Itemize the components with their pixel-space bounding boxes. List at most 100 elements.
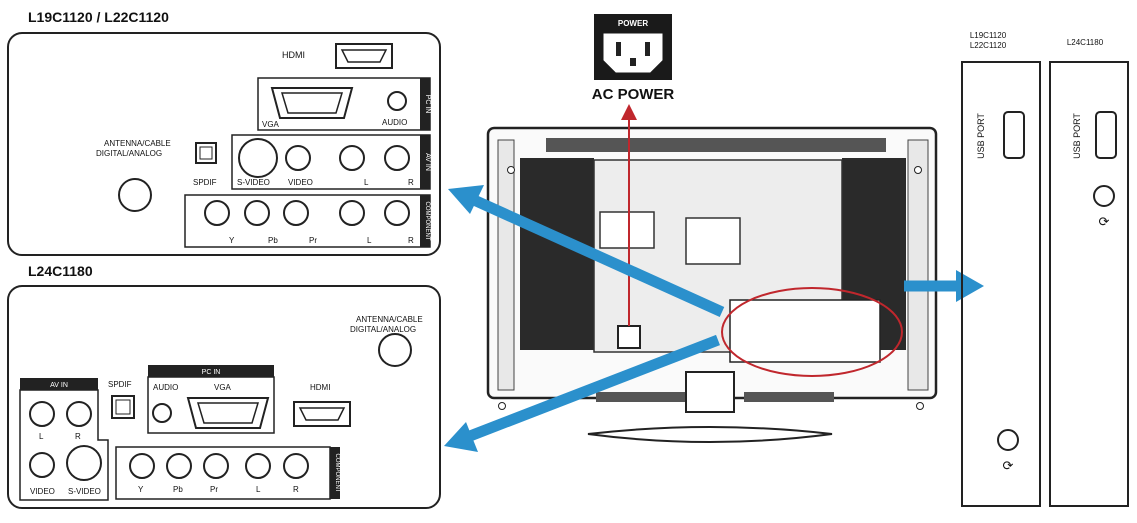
tv-stand-neck <box>685 371 735 413</box>
bottom-y-jack[interactable] <box>129 453 155 479</box>
power-connector: POWER AC POWER <box>592 14 675 103</box>
top-s-video-label: S-VIDEO <box>237 178 270 187</box>
top-panel-title: L19C1120 / L22C1120 <box>28 9 169 25</box>
bottom-hdmi-port[interactable] <box>293 401 351 427</box>
bottom-panel-title: L24C1180 <box>28 263 93 279</box>
top-antenna-label-2: DIGITAL/ANALOG <box>96 149 162 158</box>
bottom-spdif-port[interactable] <box>111 395 135 419</box>
arrow-head-bottom <box>444 422 478 452</box>
bottom-component-tab <box>330 447 340 499</box>
side-right-model: L24C1180 <box>1067 38 1104 47</box>
bottom-comp-l-jack[interactable] <box>245 453 271 479</box>
bottom-audio-label: AUDIO <box>153 383 178 392</box>
side-right-usb-label: USB PORT <box>1072 113 1082 159</box>
bottom-vent-left <box>596 392 686 402</box>
top-panel: L19C1120 / L22C1120 HDMI PC IN VGA AUDIO… <box>7 9 441 256</box>
top-panel-frame <box>7 32 441 256</box>
arrow-head-right <box>956 270 984 302</box>
top-av-l-jack[interactable] <box>339 145 365 171</box>
arrow-head-top <box>448 185 484 214</box>
screw-icon <box>498 402 506 410</box>
top-pr-jack[interactable] <box>283 200 309 226</box>
mount-plate-left <box>599 211 655 249</box>
top-hdmi-port[interactable] <box>335 43 393 69</box>
power-pin-ground <box>630 58 636 66</box>
left-edge <box>497 139 515 391</box>
bottom-pb-jack[interactable] <box>166 453 192 479</box>
bottom-av-l-jack[interactable] <box>29 401 55 427</box>
top-video-jack[interactable] <box>285 145 311 171</box>
power-socket[interactable] <box>603 33 663 73</box>
bottom-antenna-label-1: ANTENNA/CABLE <box>356 315 423 324</box>
top-av-r-jack[interactable] <box>384 145 410 171</box>
side-left-headphone-icon: ⟳ <box>1003 458 1014 473</box>
top-s-video-jack[interactable] <box>238 138 278 178</box>
top-component-label: COMPONENT <box>424 202 430 241</box>
side-left-model-2: L22C1120 <box>970 41 1007 50</box>
tv-rear <box>486 126 938 443</box>
top-pb-jack[interactable] <box>244 200 270 226</box>
top-spdif-label: SPDIF <box>193 178 217 187</box>
bottom-panel-frame <box>7 285 441 509</box>
connector-highlight-ellipse <box>721 287 903 377</box>
bottom-antenna-label-2: DIGITAL/ANALOG <box>350 325 416 334</box>
bottom-s-video-label: S-VIDEO <box>68 487 101 496</box>
top-vga-label: VGA <box>262 120 280 129</box>
bottom-av-in-tab <box>20 378 98 390</box>
side-right-usb-port[interactable] <box>1095 111 1117 159</box>
power-pin-left <box>616 42 621 56</box>
bottom-video-label: VIDEO <box>30 487 55 496</box>
power-label: POWER <box>618 19 648 28</box>
side-right-headphone-icon: ⟳ <box>1099 214 1110 229</box>
bottom-component-label: COMPONENT <box>334 454 340 493</box>
ac-power-caption: AC POWER <box>592 86 675 103</box>
top-component-tab <box>420 195 430 247</box>
bottom-spdif-label: SPDIF <box>108 380 132 389</box>
top-comp-l-jack[interactable] <box>339 200 365 226</box>
bottom-comp-r-label: R <box>293 485 299 494</box>
top-pb-label: Pb <box>268 236 278 245</box>
bottom-s-video-jack[interactable] <box>66 445 102 481</box>
top-comp-r-label: R <box>408 236 414 245</box>
bottom-comp-r-jack[interactable] <box>283 453 309 479</box>
bottom-av-r-jack[interactable] <box>66 401 92 427</box>
top-comp-r-jack[interactable] <box>384 200 410 226</box>
top-antenna-jack[interactable] <box>118 178 152 212</box>
top-av-l-label: L <box>364 178 369 187</box>
side-left-headphone-jack[interactable] <box>997 429 1019 451</box>
side-left-usb-label: USB PORT <box>976 113 986 159</box>
bottom-av-l-label: L <box>39 432 44 441</box>
bottom-antenna-jack[interactable] <box>378 333 412 367</box>
bottom-vga-port[interactable] <box>186 397 270 429</box>
bottom-pc-audio-jack[interactable] <box>152 403 172 423</box>
side-left-usb-port[interactable] <box>1003 111 1025 159</box>
top-antenna-label-1: ANTENNA/CABLE <box>104 139 171 148</box>
top-spdif-port[interactable] <box>195 142 217 164</box>
right-edge <box>907 139 929 391</box>
top-pc-audio-jack[interactable] <box>387 91 407 111</box>
mount-plate-right <box>685 217 741 265</box>
bottom-pr-jack[interactable] <box>203 453 229 479</box>
bottom-av-in-label: AV IN <box>50 382 68 389</box>
top-y-label: Y <box>229 236 235 245</box>
top-video-label: VIDEO <box>288 178 313 187</box>
tv-power-inlet[interactable] <box>617 325 641 349</box>
tv-stand-base <box>587 426 833 443</box>
top-audio-label: AUDIO <box>382 118 407 127</box>
bottom-av-r-label: R <box>75 432 81 441</box>
top-av-in-tab <box>420 135 430 189</box>
top-av-in-label: AV IN <box>424 153 431 171</box>
bottom-y-label: Y <box>138 485 144 494</box>
top-vga-port[interactable] <box>270 87 354 119</box>
side-panels: L19C1120 L22C1120 L24C1180 USB PORT ⟳ US… <box>961 31 1129 507</box>
top-pc-in-tab <box>420 78 430 130</box>
top-pr-label: Pr <box>309 236 317 245</box>
bottom-video-jack[interactable] <box>29 452 55 478</box>
top-y-jack[interactable] <box>204 200 230 226</box>
power-pin-right <box>645 42 650 56</box>
screw-icon <box>507 166 515 174</box>
side-right-headphone-jack[interactable] <box>1093 185 1115 207</box>
side-panel-right <box>1049 61 1129 507</box>
bottom-pc-in-label: PC IN <box>202 369 221 376</box>
side-panel-left <box>961 61 1041 507</box>
